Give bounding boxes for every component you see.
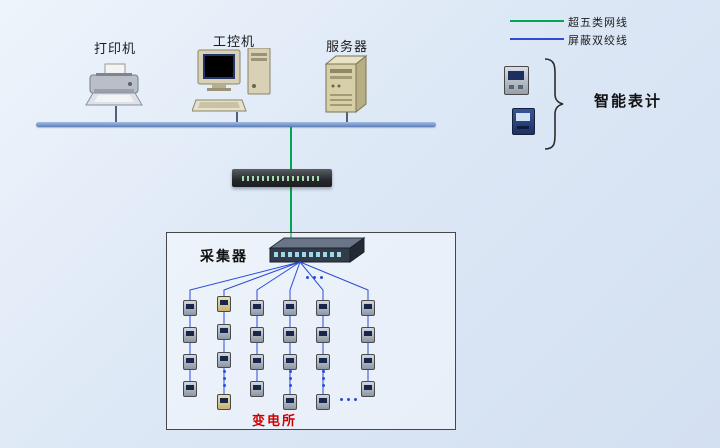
collector-label: 采集器 [200,249,248,265]
meter-icon [217,394,231,410]
printer-drop-line [115,106,117,124]
wire-continuation-dots [306,276,309,279]
wire-continuation-dots [322,377,325,380]
meter-icon [183,381,197,397]
printer-icon [85,63,143,106]
meter-icon [316,300,330,316]
industrial-pc-icon [192,48,271,112]
wire-continuation-dots [223,384,226,387]
wire-continuation-dots [223,370,226,373]
meter-icon [361,354,375,370]
substation-label: 变电所 [252,414,298,429]
meter-icon [361,327,375,343]
cat5-link-bus-to-switch [290,127,292,170]
meter-icon [217,324,231,340]
meter-icon [316,327,330,343]
wire-continuation-dots [320,276,323,279]
ethernet-switch-icon [232,169,332,187]
meter-icon [283,354,297,370]
wire-continuation-dots [347,398,350,401]
meter-icon [283,327,297,343]
meter-icon [250,381,264,397]
meter-icon [283,394,297,410]
wire-continuation-dots [289,384,292,387]
meter-icon [217,352,231,368]
meter-icon [316,394,330,410]
wire-continuation-dots [322,370,325,373]
pc-drop-line [236,112,238,124]
network-bus-line [36,122,436,127]
industrial-pc-label: 工控机 [213,35,256,50]
meter-icon [250,327,264,343]
wire-continuation-dots [322,384,325,387]
cat5-link-switch-to-collector [290,187,292,240]
legend-stp-line [510,38,564,40]
meter-icon [250,300,264,316]
brace-icon [544,58,564,150]
wire-continuation-dots [223,377,226,380]
smart-meter-icon [512,108,535,135]
server-icon [324,54,368,114]
meter-icon [183,327,197,343]
wire-continuation-dots [340,398,343,401]
legend-cat5-line [510,20,564,22]
wire-continuation-dots [313,276,316,279]
meter-icon [361,300,375,316]
meter-icon [183,354,197,370]
collector-icon [268,237,366,263]
switch-ports [242,176,322,181]
legend-cat5-label: 超五类网线 [568,16,628,29]
meter-icon [250,354,264,370]
meter-icon [283,300,297,316]
printer-label: 打印机 [94,42,137,57]
server-drop-line [346,110,348,124]
smart-meter-group-label: 智能表计 [594,92,663,110]
wire-continuation-dots [289,370,292,373]
meter-icon [361,381,375,397]
meter-icon [316,354,330,370]
wire-continuation-dots [354,398,357,401]
meter-icon [217,296,231,312]
smart-meter-icon [504,66,529,95]
meter-icon [183,300,197,316]
server-label: 服务器 [326,40,369,55]
wire-continuation-dots [289,377,292,380]
legend-stp-label: 屏蔽双绞线 [568,34,628,47]
